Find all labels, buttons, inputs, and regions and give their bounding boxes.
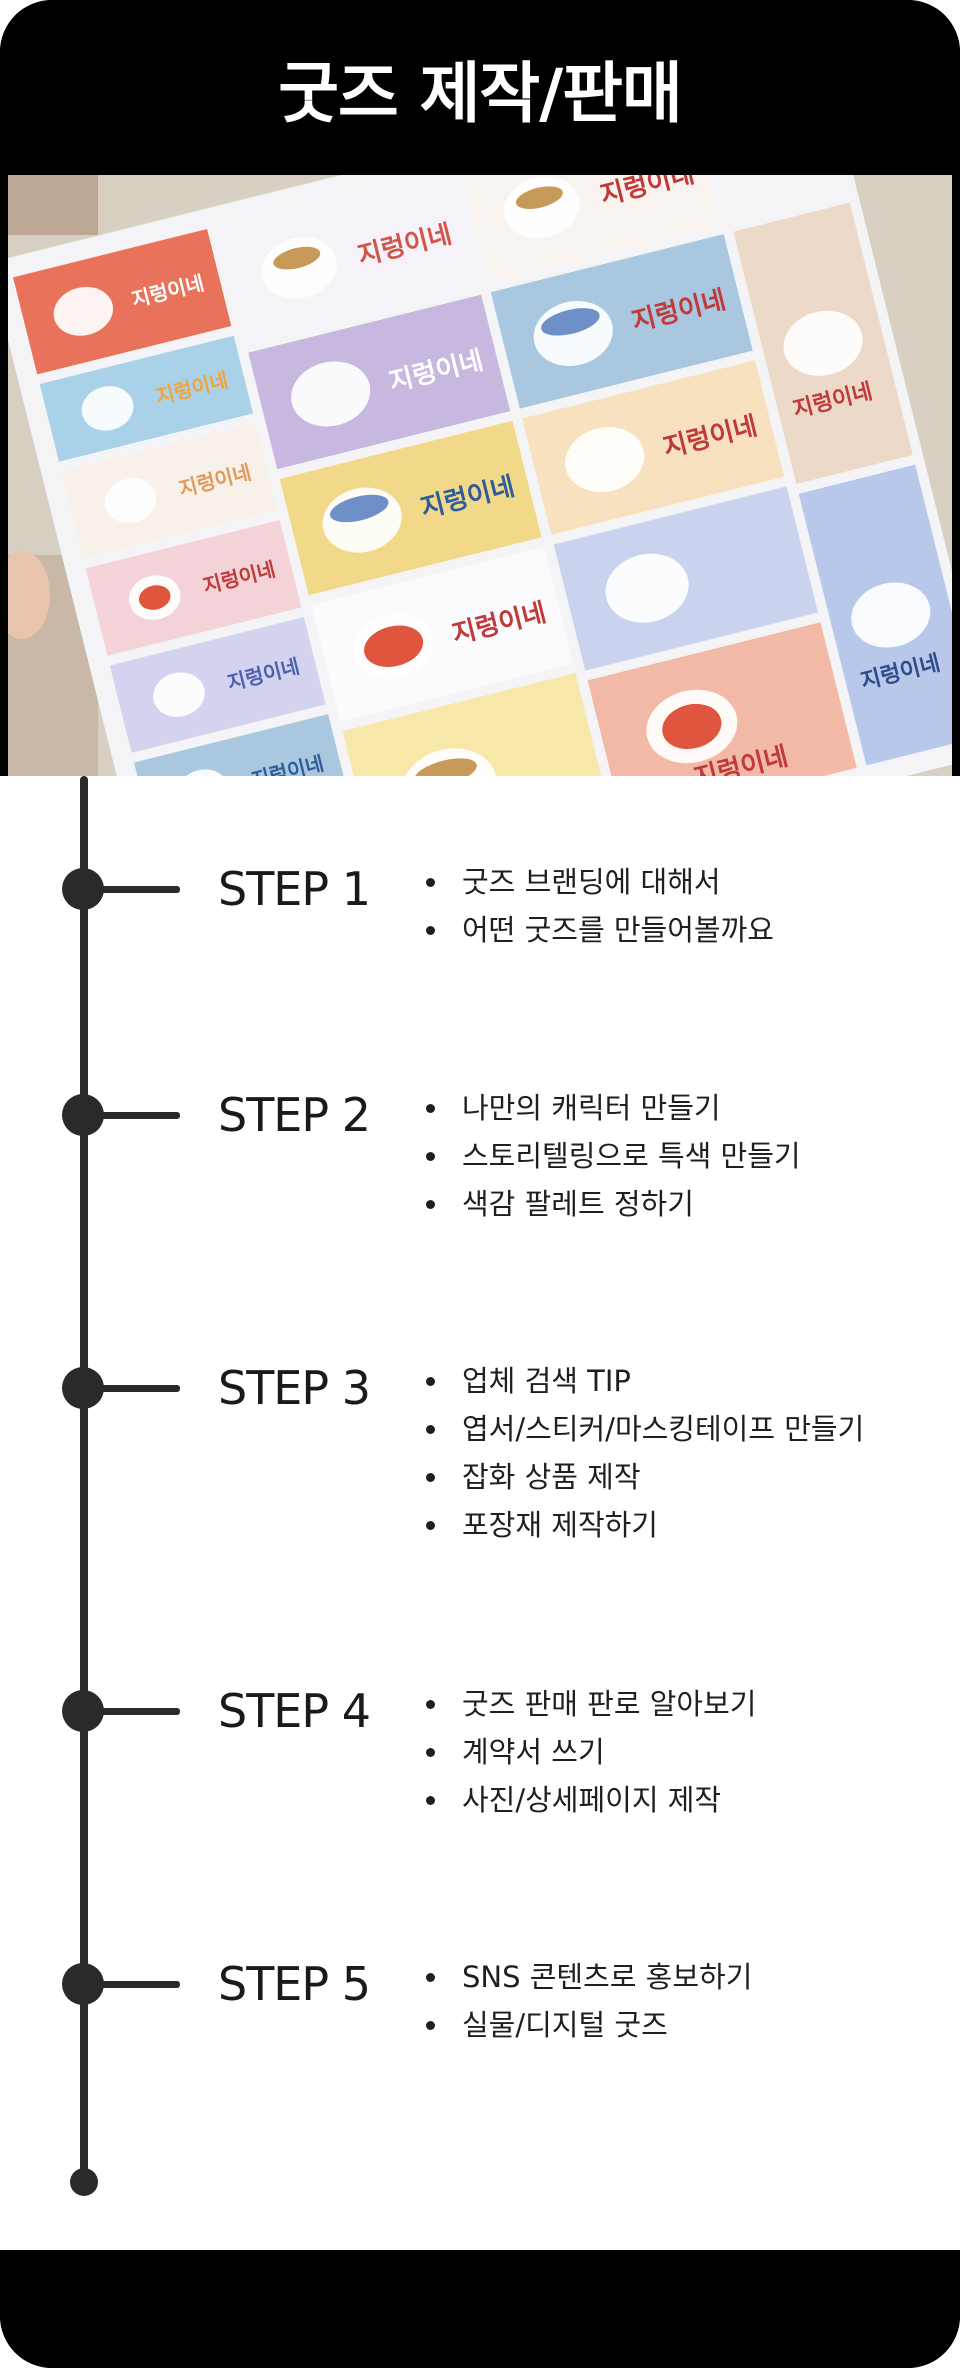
timeline-line — [80, 776, 88, 2181]
step-item: 엽서/스티커/마스킹테이프 만들기 — [424, 1405, 864, 1453]
step-item: 색감 팔레트 정하기 — [424, 1180, 801, 1228]
step-item: SNS 콘텐츠로 홍보하기 — [424, 1953, 752, 2001]
step-items: 굿즈 판매 판로 알아보기 계약서 쓰기 사진/상세페이지 제작 — [424, 1680, 756, 1824]
step-label: STEP 5 — [218, 1957, 371, 2011]
timeline-connector — [96, 1385, 180, 1392]
step-items: 굿즈 브랜딩에 대해서 어떤 굿즈를 만들어볼까요 — [424, 858, 774, 954]
step-label: STEP 3 — [218, 1361, 371, 1415]
step-item: 계약서 쓰기 — [424, 1728, 756, 1776]
step-item: 굿즈 판매 판로 알아보기 — [424, 1680, 756, 1728]
step-items: 나만의 캐릭터 만들기 스토리텔링으로 특색 만들기 색감 팔레트 정하기 — [424, 1084, 801, 1228]
timeline-connector — [96, 1981, 180, 1988]
timeline-connector — [96, 1112, 180, 1119]
step-item: 나만의 캐릭터 만들기 — [424, 1084, 801, 1132]
step-item: 포장재 제작하기 — [424, 1501, 864, 1549]
page-title: 굿즈 제작/판매 — [278, 54, 682, 132]
sticker-sheet-photo: 지렁이네 지렁이네 지렁이네 지렁이네 지렁이네 지렁이네 지렁이네 지렁이네 … — [8, 175, 952, 776]
curriculum-timeline: STEP 1 굿즈 브랜딩에 대해서 어떤 굿즈를 만들어볼까요 STEP 2 … — [0, 776, 960, 2250]
step-item: 잡화 상품 제작 — [424, 1453, 864, 1501]
step-item: 스토리텔링으로 특색 만들기 — [424, 1132, 801, 1180]
step-item: 실물/디지털 굿즈 — [424, 2001, 752, 2049]
step-label: STEP 1 — [218, 862, 371, 916]
step-item: 굿즈 브랜딩에 대해서 — [424, 858, 774, 906]
timeline-connector — [96, 1708, 180, 1715]
step-item: 업체 검색 TIP — [424, 1357, 864, 1405]
timeline-end-dot — [70, 2168, 98, 2196]
step-item: 어떤 굿즈를 만들어볼까요 — [424, 906, 774, 954]
step-items: SNS 콘텐츠로 홍보하기 실물/디지털 굿즈 — [424, 1953, 752, 2049]
step-items: 업체 검색 TIP 엽서/스티커/마스킹테이프 만들기 잡화 상품 제작 포장재… — [424, 1357, 864, 1549]
step-item: 사진/상세페이지 제작 — [424, 1776, 756, 1824]
step-label: STEP 2 — [218, 1088, 371, 1142]
header-bar: 굿즈 제작/판매 — [0, 0, 960, 175]
timeline-connector — [96, 886, 180, 893]
footer-bar — [0, 2250, 960, 2368]
step-label: STEP 4 — [218, 1684, 371, 1738]
